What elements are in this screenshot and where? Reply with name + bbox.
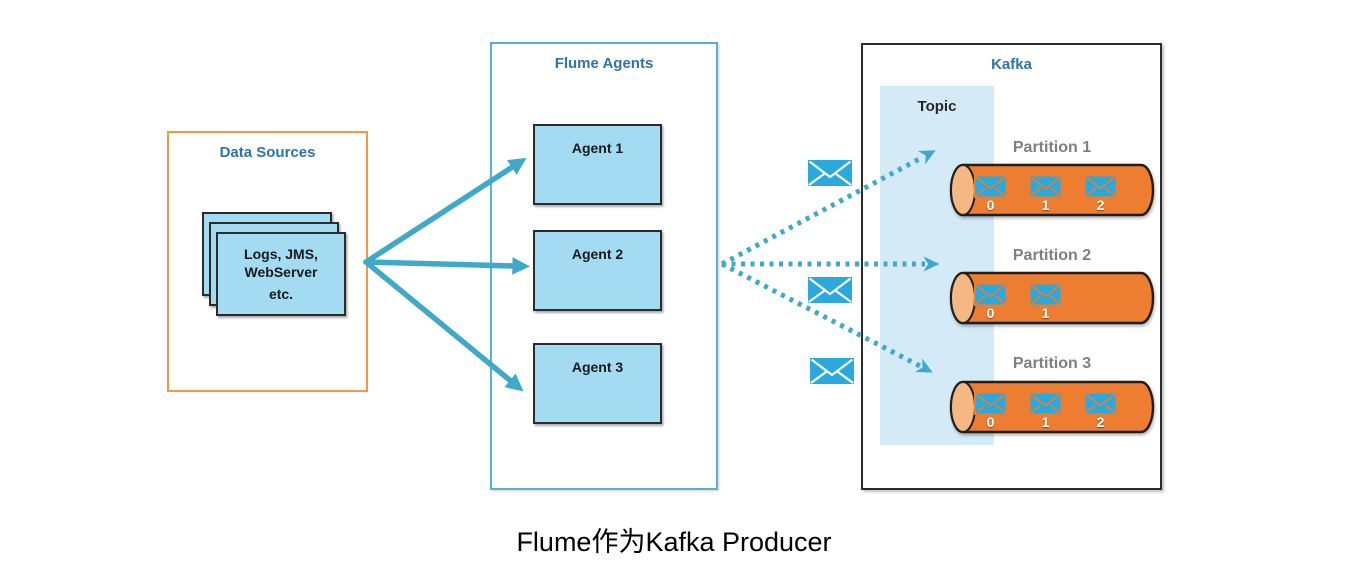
- message-slot: 0: [974, 175, 1007, 213]
- agent-label: Agent 3: [571, 359, 624, 375]
- message-envelope-icon: [1029, 175, 1062, 198]
- kafka-title: Kafka: [991, 56, 1032, 73]
- partition-label: Partition 3: [1012, 355, 1092, 372]
- message-envelope-icon: [806, 275, 854, 305]
- source-label-line: Logs, JMS,: [244, 246, 318, 262]
- partition-label: Partition 1: [1012, 139, 1092, 156]
- message-slot: 0: [974, 283, 1007, 321]
- message-offset-label: 2: [1096, 414, 1105, 430]
- message-offset-label: 1: [1041, 305, 1050, 321]
- agent-label: Agent 2: [571, 246, 624, 262]
- message-envelope-icon: [806, 158, 854, 188]
- message-envelope-icon: [1029, 283, 1062, 306]
- message-envelope-icon: [808, 356, 856, 386]
- message-slot: 1: [1029, 392, 1062, 430]
- message-envelope-icon: [1029, 392, 1062, 415]
- diagram-caption: Flume作为Kafka Producer: [516, 527, 832, 557]
- partition-cylinder: 0 1 2: [949, 163, 1155, 217]
- data-sources-group: Data Sources Logs, JMS, WebServer etc.: [167, 131, 368, 392]
- message-offset-label: 0: [986, 414, 995, 430]
- kafka-group: Kafka Topic Partition 1 0 1 2: [861, 43, 1162, 490]
- flume-agents-group: Flume Agents Agent 1 Agent 2 Agent 3: [490, 42, 718, 490]
- message-slot: 2: [1084, 392, 1117, 430]
- topic-label: Topic: [917, 98, 957, 115]
- partition-label: Partition 2: [1012, 247, 1092, 264]
- message-offset-label: 1: [1041, 414, 1050, 430]
- message-slot: 2: [1084, 175, 1117, 213]
- agent-node-1: Agent 1: [533, 124, 662, 205]
- message-envelope-icon: [1084, 175, 1117, 198]
- agent-node-2: Agent 2: [533, 230, 662, 311]
- message-slot: 0: [974, 392, 1007, 430]
- source-label-line: etc.: [268, 286, 294, 302]
- agent-node-3: Agent 3: [533, 343, 662, 424]
- partition-cylinder: 0 1 2: [949, 380, 1155, 434]
- source-sheet-front: Logs, JMS, WebServer etc.: [216, 232, 346, 316]
- message-envelope-icon: [974, 175, 1007, 198]
- message-offset-label: 1: [1041, 197, 1050, 213]
- message-envelope-icon: [974, 392, 1007, 415]
- source-label-line: WebServer: [244, 264, 318, 280]
- message-offset-label: 0: [986, 305, 995, 321]
- message-envelope-icon: [1084, 392, 1117, 415]
- message-offset-label: 2: [1096, 197, 1105, 213]
- message-slot: 1: [1029, 283, 1062, 321]
- partition-cylinder: 0 1: [949, 271, 1155, 325]
- agent-label: Agent 1: [571, 140, 624, 156]
- message-slot: 1: [1029, 175, 1062, 213]
- message-envelope-icon: [974, 283, 1007, 306]
- flume-agents-title: Flume Agents: [554, 55, 654, 72]
- message-offset-label: 0: [986, 197, 995, 213]
- data-sources-title: Data Sources: [219, 144, 316, 161]
